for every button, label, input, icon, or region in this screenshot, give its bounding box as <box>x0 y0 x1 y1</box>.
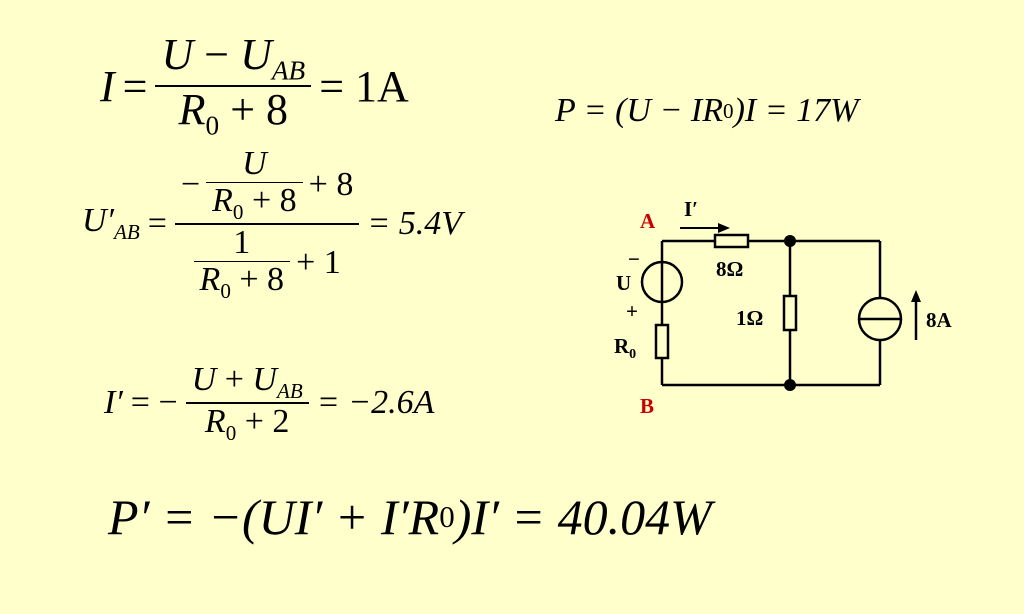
eq3-main-numerator: − U R0 + 8 + 8 <box>180 145 354 224</box>
source-minus-label: − <box>628 247 640 271</box>
resistor-1-ohm-label: 1Ω <box>736 306 763 330</box>
eq1-fraction: U − UAB R0 + 8 <box>155 30 312 141</box>
eq1-numerator: U − UAB <box>161 30 306 86</box>
eq3-rhs: = 5.4V <box>367 204 463 242</box>
eq1-lhs: I <box>100 61 115 111</box>
resistor-8-ohm-label: 8Ω <box>716 257 743 281</box>
eq3-main-denominator: 1 R0 + 8 + 1 <box>188 225 347 302</box>
eq3-lhs: U′AB <box>82 202 140 245</box>
current-source-8a-label: 8A <box>926 308 953 332</box>
eq3-main-fraction-bar <box>174 222 360 225</box>
equation-voltage-uab-prime: U′AB = − U R0 + 8 + 8 1 R0 + 8 + 1 = 5.4… <box>82 146 470 302</box>
node-b-label: B <box>640 394 654 418</box>
junction-dot-top <box>784 235 796 247</box>
resistor-r0-label: R0 <box>614 334 636 362</box>
eq1-fraction-bar <box>155 85 312 87</box>
eq3-top-fraction: U R0 + 8 <box>206 146 303 223</box>
eq3-main-fraction: − U R0 + 8 + 8 1 R0 + 8 + 1 <box>174 145 360 302</box>
eq1-equals: = <box>122 61 148 111</box>
resistor-8-ohm <box>713 233 750 249</box>
eq3-bottom-fraction: 1 R0 + 8 <box>193 225 291 302</box>
eq1-rhs: = 1A <box>319 61 409 111</box>
junction-dot-bottom <box>784 379 796 391</box>
node-a-label: A <box>640 209 656 233</box>
resistor-r0 <box>654 323 670 360</box>
eq4-fraction: U + UAB R0 + 2 <box>185 362 309 444</box>
eq1-denominator: R0 + 8 <box>178 85 289 141</box>
source-u-label: U <box>616 271 631 295</box>
source-plus-label: + <box>626 299 638 323</box>
circuit-diagram: A B I′ 8Ω 1Ω − U + R0 8A <box>614 197 953 418</box>
resistor-1-ohm <box>782 294 798 332</box>
equation-current-i: I = U − UAB R0 + 8 = 1A <box>100 30 417 141</box>
current-i-prime-label: I′ <box>684 197 698 221</box>
equation-current-i-prime: I′ = − U + UAB R0 + 2 = −2.6A <box>104 361 435 446</box>
